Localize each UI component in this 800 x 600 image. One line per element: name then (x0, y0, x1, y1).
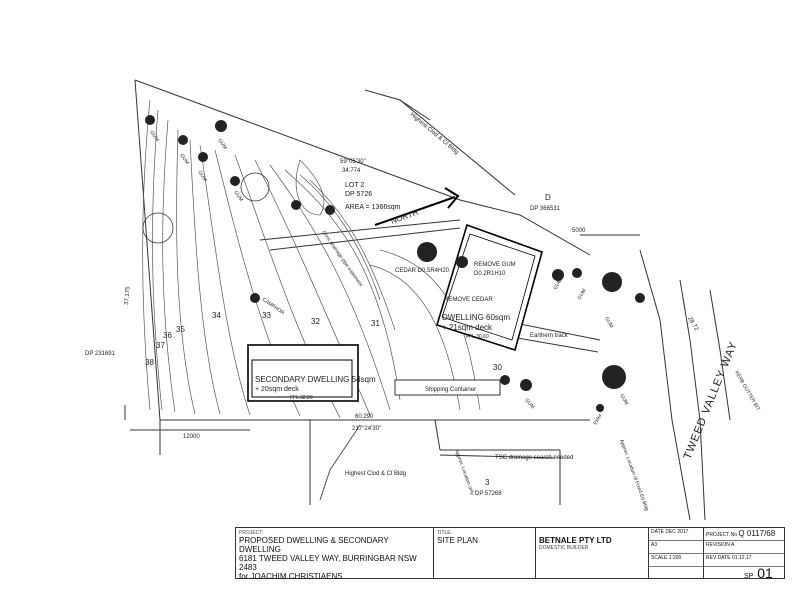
contour-label: 32 (311, 317, 320, 326)
sheet-no: 01 (757, 565, 773, 581)
dp-3: DP 57268 (475, 491, 502, 497)
revision-value: A (731, 542, 735, 548)
contour-label: 38 (145, 358, 154, 367)
title-value: SITE PLAN (437, 536, 478, 545)
scale-label: SCALE (651, 555, 668, 561)
area-label: AREA = 1366sqm (345, 204, 401, 211)
contour-label: 33 (262, 311, 271, 320)
tree-symbols (145, 115, 645, 412)
highest-flood-bottom: Highest Clod & Cl Bldg (345, 471, 406, 477)
contour-label: 36 (163, 331, 172, 340)
tree-label: GUM (178, 153, 190, 166)
setback-5000: 5000 (572, 228, 586, 234)
company-sub: DOMESTIC BUILDER (539, 545, 589, 551)
road-label: TWEED VALLEY WAY (682, 340, 740, 462)
tree-canopies (142, 172, 270, 244)
project-cell: PROJECT: PROPOSED DWELLING & SECONDARY D… (236, 528, 434, 581)
top-distance: 34.774 (342, 168, 361, 174)
top-bearing: 59°05'30" (340, 159, 366, 165)
main-dwelling: DWELLING 60sqm + 21sqm deck FFL 30.60 (436, 223, 543, 352)
date-value: DEC 2017 (665, 529, 689, 535)
contour-labels: 38 37 36 35 34 33 32 31 30 (145, 311, 502, 372)
shipping-container-label: Shipping Container (425, 387, 476, 393)
title-block: PROJECT: PROPOSED DWELLING & SECONDARY D… (235, 527, 785, 581)
tree-label: GUM (577, 288, 588, 301)
main-dwelling-ffl: FFL 30.60 (466, 334, 489, 340)
main-dwelling-line1: DWELLING 60sqm (442, 313, 510, 322)
rev-date-value: 01.12.17 (732, 555, 752, 561)
contour-label: 30 (493, 363, 502, 372)
main-dwelling-line2: + 21sqm deck (442, 323, 493, 332)
shipping-container: Shipping Container (394, 379, 501, 396)
date-label: DATE (651, 529, 664, 535)
tree-label: GUM (148, 130, 160, 143)
easement-note: Conc drainage pipe easement (320, 230, 364, 289)
kerb-note: KERB GUTTER BIT (733, 370, 761, 412)
bottom-bearing: 217°24'30" (352, 426, 381, 432)
drainage-note: TSC drainage search needed (495, 455, 573, 461)
tree-label: GUM (553, 278, 564, 291)
approx-location-2: Approx. Location of Fixed Ed Bldg (618, 439, 650, 512)
contour-label: 31 (371, 319, 380, 328)
secondary-dwelling-line1: SECONDARY DWELLING 54sqm (255, 375, 376, 384)
road-edge (639, 249, 731, 521)
tree-label: GUM (232, 190, 244, 203)
sheet-prefix: SP (744, 573, 754, 580)
tree-label: GUM (216, 138, 228, 151)
remove-cedar-note: REMOVE CEDAR (444, 297, 493, 303)
bottom-distance: 60.290 (355, 414, 374, 420)
secondary-dwelling-ffl: FFL 32.20 (290, 395, 313, 401)
contour-label: 37 (156, 341, 165, 350)
scale-value: 1:200 (668, 555, 682, 561)
sheet-number: SP 01 (744, 565, 773, 581)
company-name: BETNALE PTY LTD (539, 536, 612, 545)
dp-label: DP 5726 (345, 191, 372, 198)
project-no-cell: PROJECT No Q 0117/68 REVISION A REV DATE… (704, 528, 784, 581)
dp-left: DP 231691 (85, 351, 116, 357)
project-no: Q 0117/68 (738, 529, 776, 538)
secondary-dwelling: SECONDARY DWELLING 54sqm + 20sqm deck FF… (247, 344, 376, 402)
highest-flood-top: Highest Clod & Cl Bldg (409, 112, 460, 156)
project-line1: PROPOSED DWELLING & SECONDARY DWELLING (239, 536, 389, 554)
gum-tag: D0.2R1H10 (474, 271, 506, 277)
lot-3: 3 (485, 478, 490, 487)
north-arrow (374, 187, 460, 226)
tree-label: GUM (618, 393, 629, 406)
tree-label: Elder (593, 413, 604, 426)
lot-d: D (545, 193, 551, 202)
earthern-track: Earthern track (530, 333, 569, 339)
setback-12000: 12000 (183, 434, 200, 440)
project-caption: PROJECT: (239, 530, 264, 536)
cedar-tag: CEDAR D0.5R4H20 (395, 268, 450, 274)
company-cell: BETNALE PTY LTD DOMESTIC BUILDER (536, 528, 649, 578)
contour-label: 34 (212, 311, 221, 320)
title-cell: TITLE: SITE PLAN (434, 528, 536, 578)
title-caption: TITLE: (437, 530, 453, 536)
remove-gum-note: REMOVE GUM (474, 262, 516, 268)
lot-label: LOT 2 (345, 182, 364, 189)
dp-d: DP 366531 (530, 206, 561, 212)
revision-label: REVISION (706, 542, 730, 548)
project-no-label: PROJECT No (706, 532, 738, 538)
info-cell: DATE DEC 2017 A3 SCALE 1:200 (649, 528, 704, 578)
contour-lines (142, 99, 481, 419)
tree-label: GUM (196, 170, 208, 183)
tree-label: GUM (523, 397, 535, 410)
project-line2: 6181 TWEED VALLEY WAY, BURRINGBAR NSW 24… (239, 554, 417, 572)
property-boundary (124, 79, 640, 505)
left-distance: 37.175 (124, 286, 132, 305)
size-value: A3 (651, 542, 658, 548)
project-line3: for JOACHIM CHRISTIAENS (239, 572, 343, 581)
rev-date-label: REV DATE (706, 555, 731, 561)
secondary-dwelling-line2: + 20sqm deck (255, 386, 299, 393)
tree-label: GUM (603, 316, 614, 329)
contour-label: 35 (176, 325, 185, 334)
